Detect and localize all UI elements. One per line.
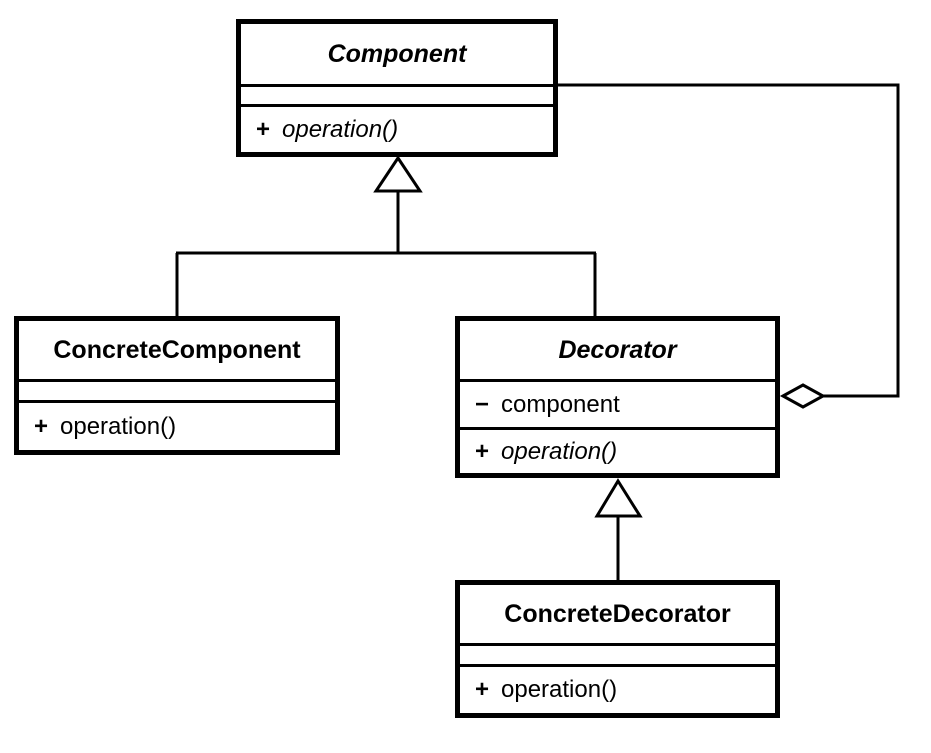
class-name-concretedecorator: ConcreteDecorator — [460, 585, 775, 643]
attributes-compartment-concretecomponent — [19, 379, 335, 400]
attributes-compartment-concretedecorator — [460, 643, 775, 664]
generalization-to-decorator — [594, 478, 643, 582]
operation-row: + operation() — [19, 413, 176, 441]
operations-compartment-concretecomponent: + operation() — [19, 400, 335, 450]
generalization-to-component — [175, 155, 597, 318]
generalization-arrowhead-icon — [373, 155, 423, 193]
operation-row: + operation() — [241, 116, 398, 144]
attributes-compartment-component — [241, 84, 553, 104]
uml-class-decorator[interactable]: Decorator − component + operation() — [455, 316, 780, 478]
visibility-marker: + — [34, 412, 49, 440]
visibility-marker: − — [475, 390, 490, 418]
aggregation-diamond-icon — [779, 383, 827, 409]
operations-compartment-decorator: + operation() — [460, 427, 775, 473]
class-name-decorator: Decorator — [460, 321, 775, 379]
visibility-marker: + — [475, 437, 490, 465]
operation-label: operation() — [501, 437, 618, 465]
attribute-label: component — [501, 390, 620, 418]
operation-row: + operation() — [460, 438, 617, 466]
uml-class-concretedecorator[interactable]: ConcreteDecorator + operation() — [455, 580, 780, 718]
operation-label: operation() — [282, 115, 399, 143]
operations-compartment-component: + operation() — [241, 104, 553, 152]
attributes-compartment-decorator: − component — [460, 379, 775, 427]
class-name-concretecomponent: ConcreteComponent — [19, 321, 335, 379]
visibility-marker: + — [475, 676, 490, 703]
uml-class-concretecomponent[interactable]: ConcreteComponent + operation() — [14, 316, 340, 455]
operation-label: operation() — [501, 676, 618, 703]
operations-compartment-concretedecorator: + operation() — [460, 664, 775, 713]
generalization-arrowhead-icon — [594, 478, 643, 518]
attribute-row: − component — [460, 391, 620, 419]
class-name-component: Component — [241, 24, 553, 84]
operation-label: operation() — [60, 412, 177, 440]
visibility-marker: + — [256, 115, 271, 143]
uml-class-component[interactable]: Component + operation() — [236, 19, 558, 157]
operation-row: + operation() — [460, 676, 617, 704]
